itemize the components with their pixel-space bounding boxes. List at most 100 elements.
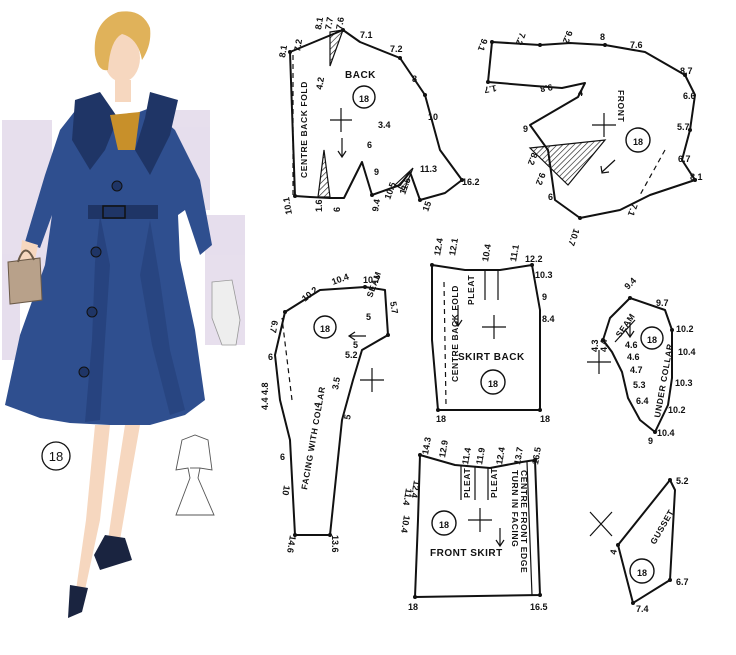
gusset-size: 18 (637, 568, 647, 578)
under-collar-measure: 9.7 (656, 298, 669, 308)
piece-skirt-back (431, 264, 541, 411)
back-measure: 7.2 (390, 44, 403, 54)
facing-fold (281, 317, 293, 401)
under-collar-measure: 9.4 (622, 275, 638, 291)
gusset-outline (617, 479, 676, 604)
neck (115, 80, 131, 102)
under-collar-measure: 4.6 (627, 352, 640, 362)
back-shoulder-dart (329, 29, 344, 67)
back-measure: 6 (367, 140, 372, 150)
back-measure: 10.5 (382, 181, 397, 201)
under-collar-measure: 4.4 (599, 339, 609, 352)
front-skirt-measure: 16.5 (530, 446, 543, 465)
front-measure: 6.6 (683, 91, 696, 101)
piece-facing-with-collar (274, 286, 389, 536)
front-measure: 6 (548, 192, 553, 202)
under-collar-size-circle (640, 326, 664, 350)
under-collar-arrow (625, 322, 635, 339)
back-measure: 9.4 (370, 198, 382, 212)
under-collar-measure: 10.2 (676, 324, 694, 334)
skirt-back-title: SKIRT BACK (458, 352, 525, 363)
front-size: 18 (633, 137, 643, 147)
hair (94, 11, 151, 71)
facing-measure: 6 (280, 452, 285, 462)
front-skirt-measure: 18 (408, 602, 418, 612)
coat-button (90, 246, 102, 258)
gusset-measure: 4 (608, 549, 619, 556)
belt (88, 205, 158, 219)
face (104, 34, 140, 82)
piece-back (289, 29, 463, 201)
skirt-back-measure: 11.1 (508, 244, 521, 263)
skirt-back-measure: 10.4 (480, 243, 493, 262)
style-number: 18 (49, 449, 63, 464)
style-number-circle (41, 441, 71, 471)
facing-measure: 13.6 (330, 535, 340, 553)
skirt-back-grain (482, 315, 506, 339)
facing-measure: 4 (312, 402, 323, 409)
facing-measure: 5 (353, 340, 358, 350)
front-measure: 6.7 (678, 154, 691, 164)
facing-arrow (347, 331, 366, 341)
back-measure: 16.2 (462, 177, 480, 187)
front-skirt-measure: 10.4 (399, 515, 412, 534)
front-measure: 8.2 (526, 151, 540, 166)
front-measure: 7.2 (514, 31, 528, 46)
under-collar-measure: 6.4 (636, 396, 649, 406)
back-measure: 6 (332, 207, 342, 212)
back-measure: 7.6 (334, 16, 346, 30)
measurement-labels: BACK 18 CENTRE BACK FOLD 8.1 7.2 8.1 7.7… (260, 16, 703, 614)
front-skirt-measure: 11.4 (460, 447, 473, 466)
skirt-back-fold (443, 281, 447, 406)
gusset-measure: 7.4 (636, 604, 649, 614)
skirt-back-pleat-label: PLEAT (466, 275, 476, 305)
front-size-circle (625, 127, 651, 153)
front-measure: 9.1 (476, 37, 490, 52)
facing-measure: 5.2 (345, 350, 358, 360)
front-skirt-title: FRONT SKIRT (430, 548, 503, 559)
front-measure: 8 (600, 32, 605, 42)
back-measure: 8.1 (277, 44, 289, 58)
piece-under-collar (587, 297, 673, 433)
under-collar-seam (614, 319, 636, 343)
front-skirt-measure: 13.7 (512, 446, 525, 465)
front-skirt-edge-line (526, 461, 533, 596)
back-edge-label: CENTRE BACK FOLD (299, 81, 309, 178)
coat-button (111, 180, 123, 192)
back-measure: 7.1 (360, 30, 373, 40)
front-measure: 5.7 (677, 122, 690, 132)
back-view-sketch (175, 434, 215, 516)
front-skirt-measure: 16.5 (530, 602, 548, 612)
back-measure: 15 (420, 200, 433, 213)
skirt-back-measure: 12.4 (432, 237, 445, 256)
front-edge-dash (639, 149, 666, 196)
back-waist-dart (317, 149, 331, 198)
skirt-back-size: 18 (488, 379, 498, 389)
back-measure: 11.5 (397, 176, 412, 195)
front-skirt-size: 18 (439, 520, 449, 530)
front-title: FRONT (616, 90, 626, 122)
back-measure: 4.2 (314, 76, 326, 90)
front-measure: 9 (523, 124, 528, 134)
under-collar-size: 18 (647, 335, 657, 345)
back-measure: 8.1 (313, 16, 325, 30)
front-measure: 7.6 (630, 40, 643, 50)
under-collar-measure: 4.3 (590, 339, 600, 352)
back-size-circle (352, 85, 376, 109)
facing-size: 18 (320, 324, 330, 334)
back-measure: 1.6 (314, 199, 324, 212)
pearl-necklace (110, 100, 144, 112)
back-measure: 3.4 (378, 120, 391, 130)
handbag-strap (17, 249, 35, 263)
facing-size-circle (313, 315, 337, 339)
left-leg (76, 425, 110, 590)
back-outline (289, 29, 463, 201)
under-collar-measure: 5.3 (633, 380, 646, 390)
back-title: BACK (345, 70, 376, 81)
skirt-back-measure: 9 (542, 292, 547, 302)
coat-collar-right (135, 92, 178, 175)
front-skirt-measure: 11.9 (474, 447, 487, 466)
coat-button (78, 366, 90, 378)
under-collar-measure: 10.4 (657, 428, 675, 438)
coat-button (86, 306, 98, 318)
